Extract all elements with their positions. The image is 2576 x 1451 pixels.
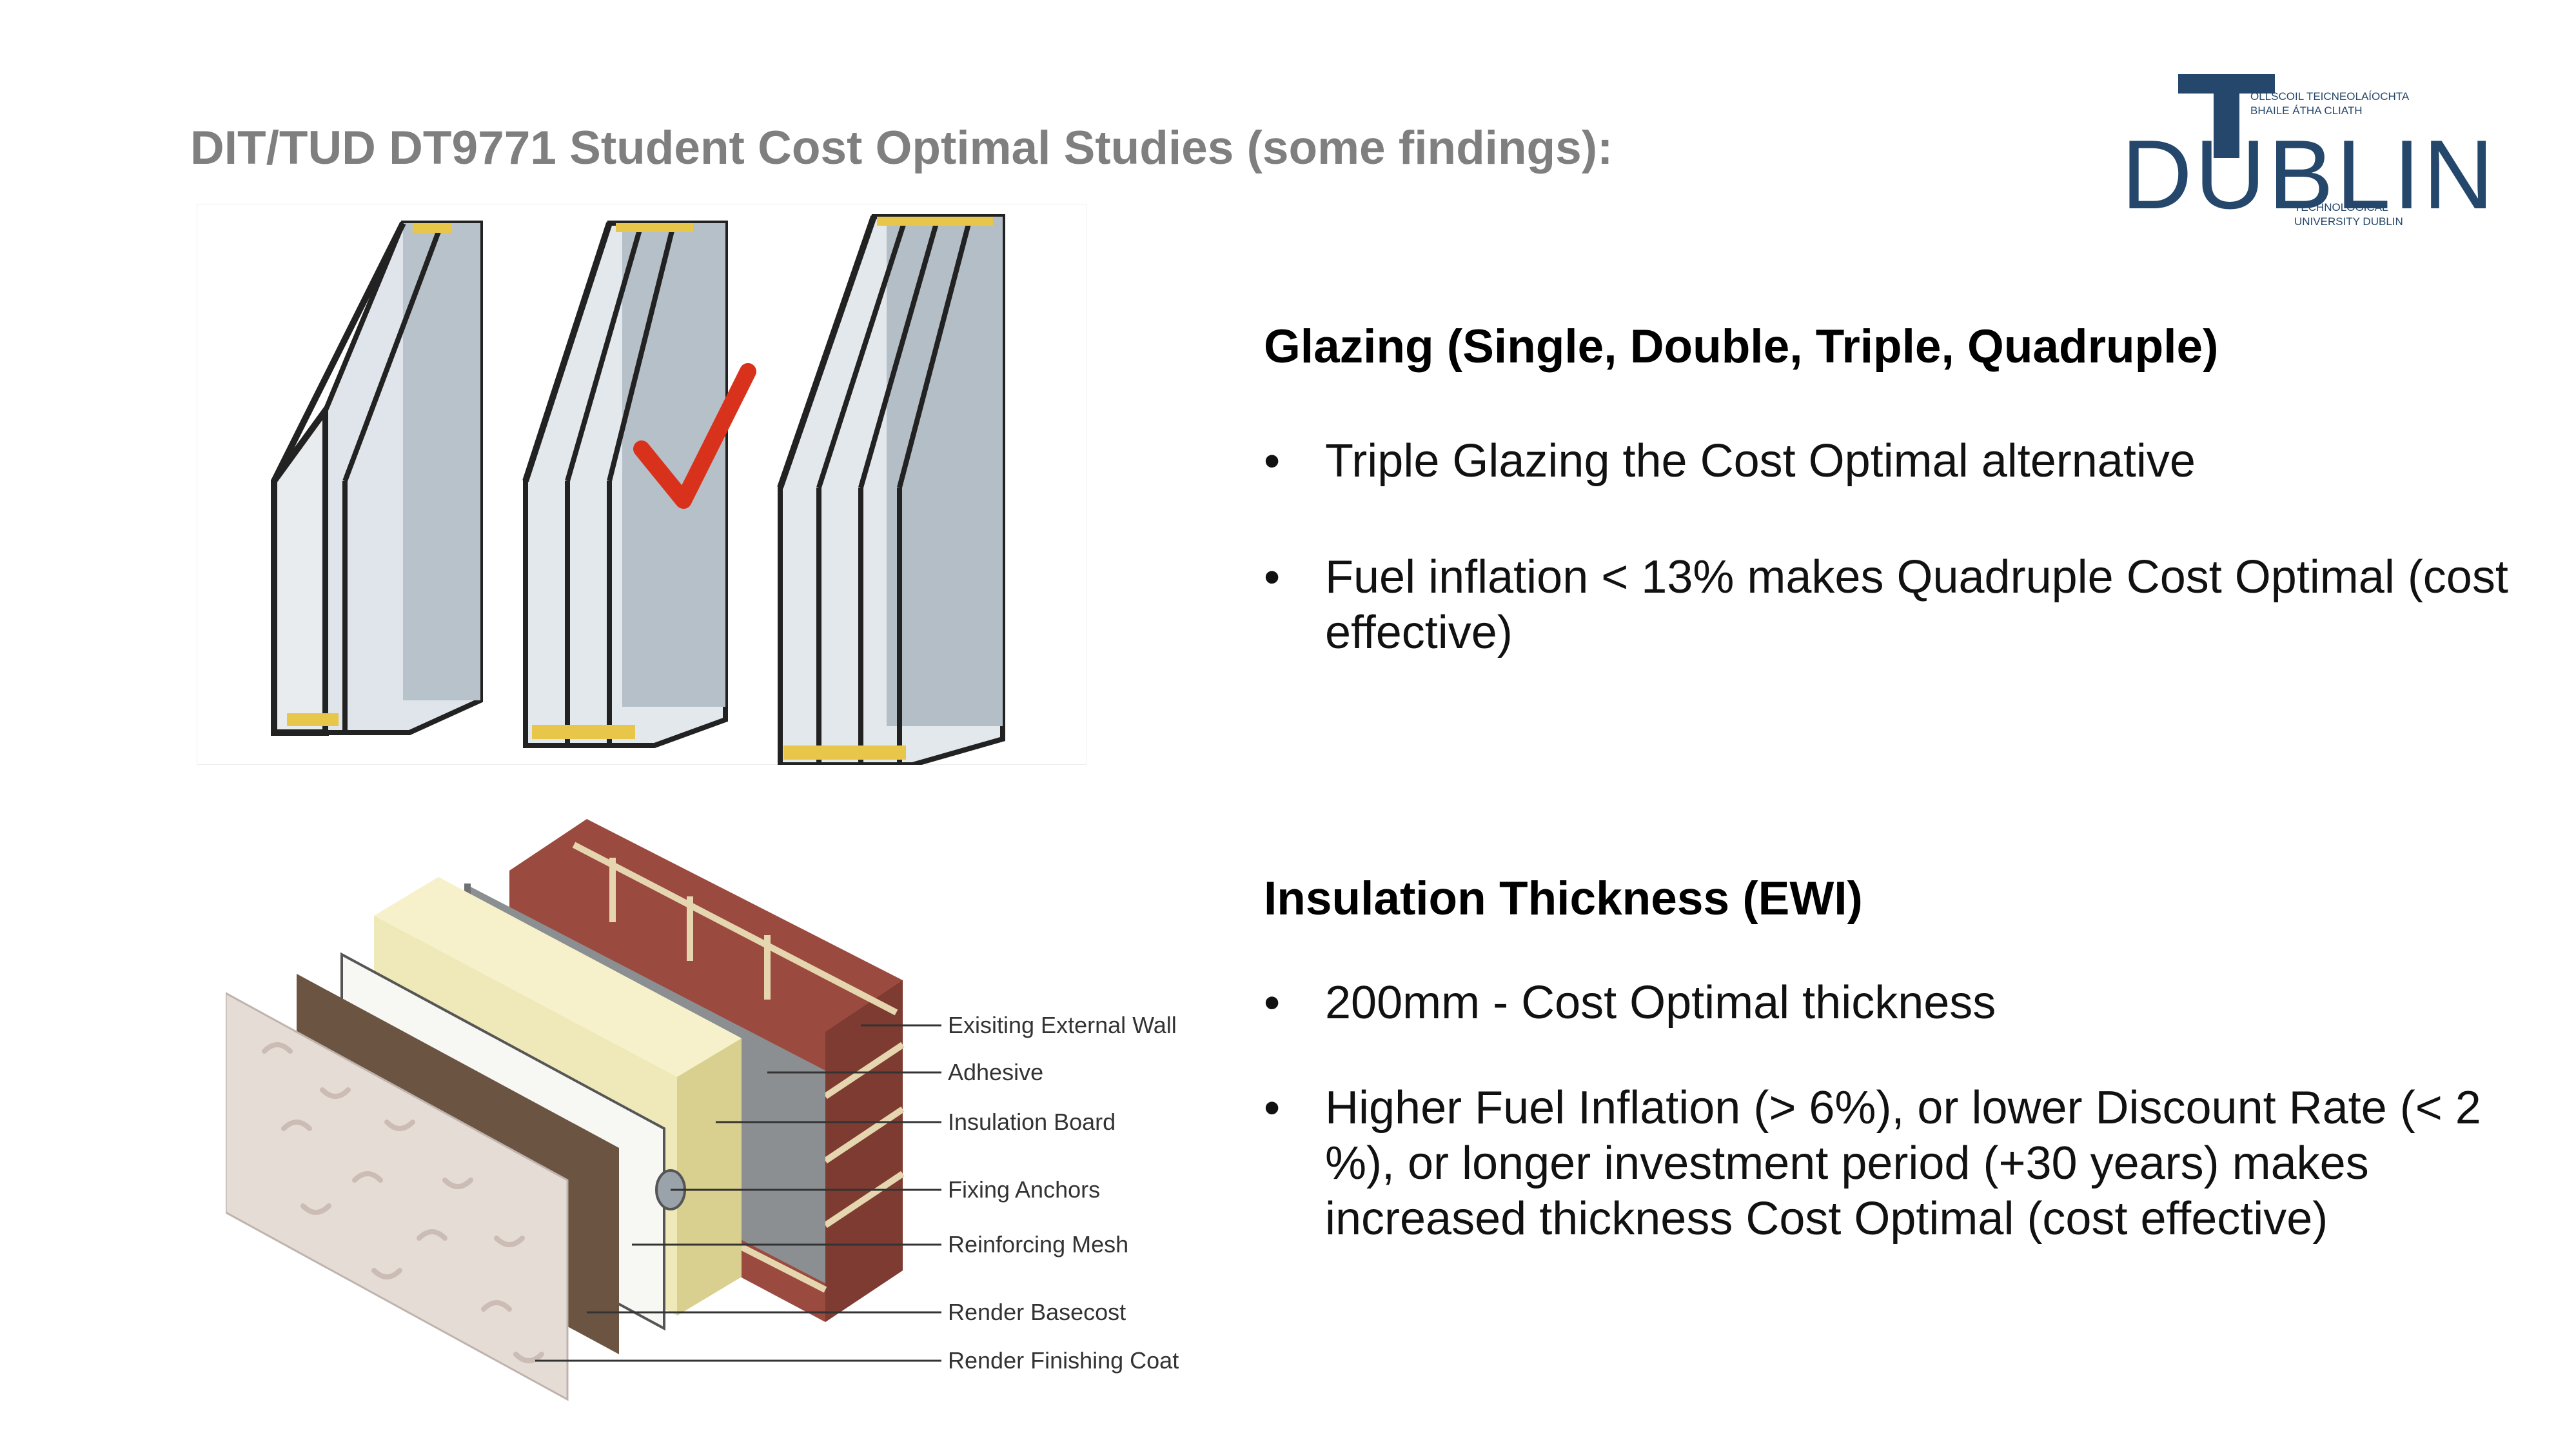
logo-t-stem	[2214, 74, 2239, 158]
insulation-heading: Insulation Thickness (EWI)	[1264, 873, 1863, 925]
ewi-label-adhesive: Adhesive	[948, 1059, 1043, 1085]
logo-irish-line2: BHAILE ÁTHA CLIATH	[2250, 104, 2363, 117]
glazing-bullet-text: Triple Glazing the Cost Optimal alternat…	[1325, 435, 2196, 487]
ewi-layers-illustration: Exisiting External Wall Adhesive Insulat…	[226, 819, 1179, 1401]
double-glazing-unit	[271, 221, 483, 736]
glazing-units-illustration	[197, 204, 1086, 765]
logo-wordmark: DUBLIN	[2121, 120, 2497, 230]
checkmark-icon	[633, 363, 756, 509]
ewi-label-render-basecoat: Render Basecost	[948, 1299, 1126, 1325]
ewi-label-external-wall: Exisiting External Wall	[948, 1012, 1177, 1038]
slide-title: DIT/TUD DT9771 Student Cost Optimal Stud…	[190, 122, 1613, 174]
logo-irish-name: OLLSCOIL TEICNEOLAÍOCHTA BHAILE ÁTHA CLI…	[2250, 90, 2409, 118]
bullet-marker: •	[1264, 977, 1281, 1029]
logo-english-line1: TECHNOLOGICAL	[2294, 201, 2388, 213]
ewi-label-insulation-board: Insulation Board	[948, 1109, 1116, 1135]
ewi-label-reinforcing-mesh: Reinforcing Mesh	[948, 1231, 1128, 1258]
tu-dublin-logo: DUBLIN OLLSCOIL TEICNEOLAÍOCHTA BHAILE Á…	[2121, 74, 2493, 235]
logo-english-name: TECHNOLOGICAL UNIVERSITY DUBLIN	[2294, 201, 2403, 229]
bullet-marker: •	[1264, 551, 1281, 603]
glazing-heading: Glazing (Single, Double, Triple, Quadrup…	[1264, 321, 2219, 373]
insulation-bullet-text: 200mm - Cost Optimal thickness	[1325, 977, 1996, 1029]
glazing-bullet-text: Fuel inflation < 13% makes Quadruple Cos…	[1325, 551, 2508, 658]
quadruple-glazing-unit	[777, 214, 1005, 765]
ewi-label-render-finishing-coat: Render Finishing Coat	[948, 1347, 1179, 1374]
bullet-marker: •	[1264, 435, 1281, 487]
bullet-marker: •	[1264, 1082, 1281, 1134]
logo-irish-line1: OLLSCOIL TEICNEOLAÍOCHTA	[2250, 90, 2410, 103]
triple-glazing-unit	[522, 221, 728, 748]
insulation-bullet-text: Higher Fuel Inflation (> 6%), or lower D…	[1325, 1082, 2481, 1245]
ewi-label-fixing-anchors: Fixing Anchors	[948, 1176, 1100, 1203]
logo-english-line2: UNIVERSITY DUBLIN	[2294, 215, 2403, 228]
